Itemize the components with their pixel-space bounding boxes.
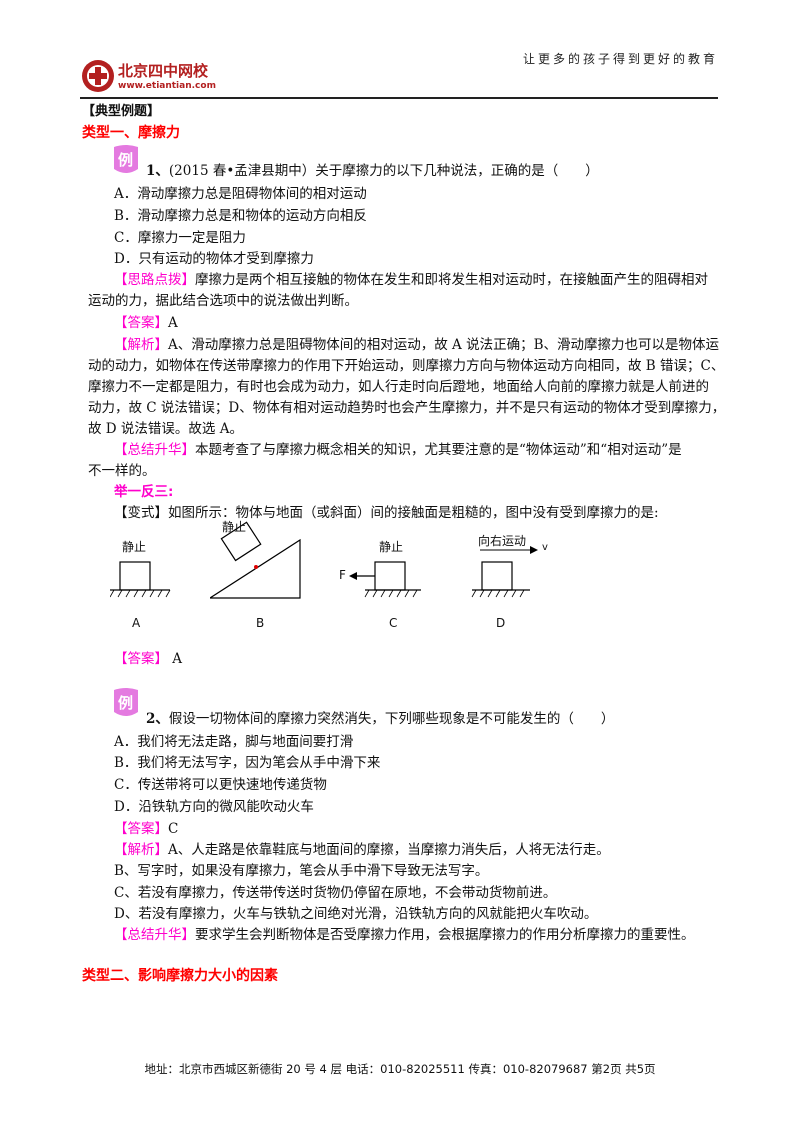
section-title: 【典型例题】 — [82, 104, 161, 119]
logo-emblem-icon — [82, 60, 114, 92]
figure-b-letter: B — [256, 616, 265, 630]
q1-summary: 【总结升华】本题考查了与摩擦力概念相关的知识，尤其要注意的是“物体运动”和“相对… — [114, 442, 682, 458]
logo-text: 北京四中网校 — [118, 62, 209, 80]
q1-summary-line2: 不一样的。 — [88, 463, 156, 479]
figure-c: 静止 F C — [335, 528, 425, 630]
q1-analysis-line5: 故 D 说法错误。故选 A。 — [88, 421, 243, 437]
q1-option-a: A．滑动摩擦力总是阻碍物体间的相对运动 — [114, 186, 367, 202]
school-logo: 北京四中网校 www.etiantian.com — [80, 58, 248, 98]
q1-analysis-line4: 动力，故 C 说法错误；D、物体有相对运动趋势时也会产生摩擦力，并不是只有运动的… — [88, 400, 726, 416]
example-icon: 例 — [110, 143, 142, 179]
figure-b-label: 静止 — [222, 520, 247, 534]
header-slogan: 让更多的孩子得到更好的教育 — [522, 52, 718, 66]
q2-option-d: D．沿铁轨方向的微风能吹动火车 — [114, 799, 314, 815]
q2-answer: 【答案】C — [114, 821, 179, 837]
q1-option-b: B．滑动摩擦力总是和物体的运动方向相反 — [114, 208, 367, 224]
q1-analysis-line2: 动的动力，如物体在传送带摩擦力的作用下开始运动，则摩擦力方向与物体运动方向相同，… — [88, 358, 725, 374]
figure-a-letter: A — [132, 616, 141, 630]
q2-option-c: C．传送带将可以更快速地传递货物 — [114, 777, 327, 793]
figure-a: 静止 A — [109, 528, 190, 630]
figure-d-velocity: v — [542, 542, 548, 553]
type2-title: 类型二、影响摩擦力大小的因素 — [82, 968, 278, 984]
q2-option-b: B．我们将无法写字，因为笔会从手中滑下来 — [114, 755, 381, 771]
q1-option-d: D．只有运动的物体才受到摩擦力 — [114, 251, 314, 267]
q1-analysis-line3: 摩擦力不一定都是阻力，有时也会成为动力，如人行走时向后蹬地，地面给人向前的摩擦力… — [88, 379, 709, 395]
type1-title: 类型一、摩擦力 — [82, 125, 180, 141]
q1-hint-line2: 运动的力，据此结合选项中的说法做出判断。 — [88, 293, 358, 309]
hint-label: 【思路点拨】 — [114, 272, 195, 288]
q2-number: 2、 — [146, 711, 169, 727]
header-divider — [80, 97, 718, 99]
figure-d: 向右运动 v D — [468, 528, 568, 630]
q1-option-c: C．摩擦力一定是阻力 — [114, 230, 246, 246]
figure-d-label: 向右运动 — [478, 534, 527, 548]
figure-b: 静止 B — [207, 518, 310, 630]
variant-answer: 【答案】 A — [114, 651, 183, 667]
logo-url: www.etiantian.com — [118, 81, 216, 91]
q1-analysis: 【解析】A、滑动摩擦力总是阻碍物体间的相对运动，故 A 说法正确；B、滑动摩擦力… — [114, 337, 720, 353]
q2-analysis-line2: B、写字时，如果没有摩擦力，笔会从手中滑下导致无法写字。 — [114, 863, 489, 879]
q2-stem: 2、假设一切物体间的摩擦力突然消失，下列哪些现象是不可能发生的（ ） — [146, 711, 615, 727]
page-footer: 地址：北京市西城区新德街 20 号 4 层 电话：010-82025511 传真… — [144, 1062, 656, 1076]
q2-summary: 【总结升华】要求学生会判断物体是否受摩擦力作用，会根据摩擦力的作用分析摩擦力的重… — [114, 927, 695, 943]
variant-stem: 【变式】如图所示：物体与地面（或斜面）间的接触面是粗糙的，图中没有受到摩擦力的是… — [114, 505, 659, 521]
q2-analysis: 【解析】A、人走路是依靠鞋底与地面间的摩擦，当摩擦力消失后，人将无法行走。 — [114, 842, 610, 858]
figure-c-letter: C — [389, 616, 398, 630]
q1-hint: 【思路点拨】摩擦力是两个相互接触的物体在发生和即将发生相对运动时，在接触面产生的… — [114, 272, 708, 288]
q2-option-a: A．我们将无法走路，脚与地面间要打滑 — [114, 734, 354, 750]
figure-c-force: F — [339, 568, 346, 582]
figure-a-label: 静止 — [122, 540, 147, 554]
q1-number: 1、 — [146, 163, 169, 179]
figure-d-letter: D — [496, 616, 506, 630]
q1-stem: 1、(2015 春•孟津县期中）关于摩擦力的以下几种说法，正确的是（ ） — [146, 163, 599, 179]
q1-answer: 【答案】A — [114, 315, 178, 331]
example-icon-2: 例 — [110, 686, 142, 722]
q2-analysis-line3: C、若没有摩擦力，传送带传送时货物仍停留在原地，不会带动货物前进。 — [114, 885, 557, 901]
q2-analysis-line4: D、若没有摩擦力，火车与铁轨之间绝对光滑，沿铁轨方向的风就能把火车吹动。 — [114, 906, 598, 922]
figure-c-label: 静止 — [379, 540, 404, 554]
variant-title: 举一反三: — [114, 484, 174, 500]
